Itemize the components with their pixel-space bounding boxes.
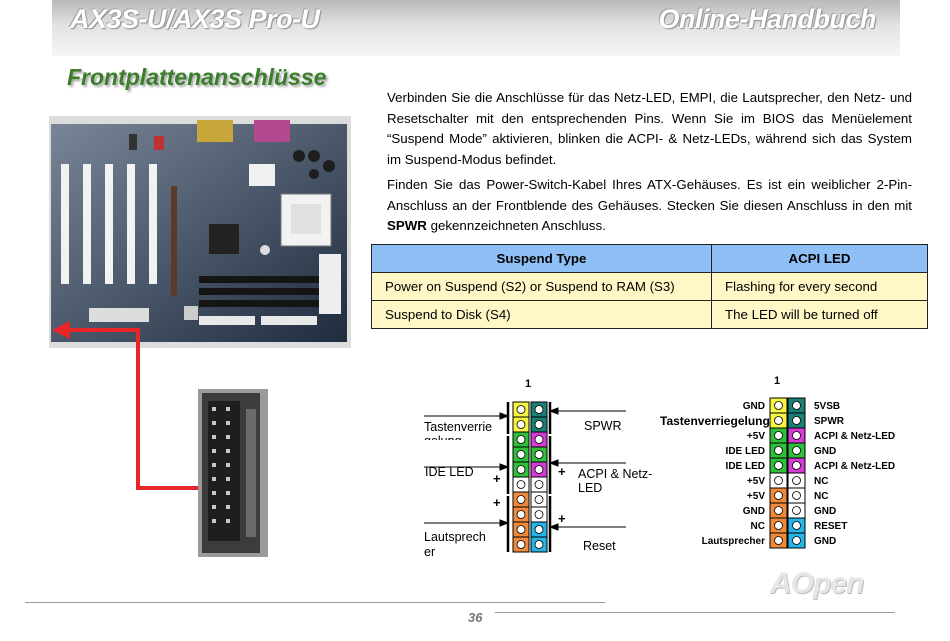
- table-header-cell: Suspend Type: [371, 244, 712, 273]
- pin-label: +5V: [746, 491, 765, 502]
- pin-label: GND: [742, 506, 765, 517]
- header-bar: AX3S-U/AX3S Pro-U Online-Handbuch: [52, 0, 900, 56]
- pin-label: ACPI & Netz-LED: [814, 431, 896, 442]
- plus-sign: +: [558, 464, 566, 479]
- pin-label: ACPI & Netz-LED: [814, 461, 896, 472]
- label-acpi-netz-led: ACPI & Netz-LED: [578, 467, 653, 495]
- intro-paragraph: Verbinden Sie die Anschlüsse für das Net…: [387, 90, 912, 167]
- connector-closeup-photo: [198, 389, 268, 557]
- pin-label: GND: [814, 446, 837, 457]
- pin-label: NC: [814, 476, 829, 487]
- manual-subtitle: Online-Handbuch: [658, 4, 877, 34]
- pin-label: Tastenverriegelung: [660, 414, 770, 428]
- label-spwr: SPWR: [584, 419, 622, 433]
- connector-diagram-1-drawing: [424, 401, 626, 553]
- connector-pointer-arrow: [52, 321, 198, 490]
- pin-label: GND: [814, 536, 837, 547]
- acpi-led-table: Suspend Type ACPI LED Power on Suspend (…: [371, 244, 928, 329]
- pin-label: NC: [814, 491, 829, 502]
- plus-sign: +: [493, 495, 501, 510]
- diagram2-right-labels: 5VSB SPWR ACPI & Netz-LED GND ACPI & Net…: [814, 399, 924, 549]
- pin-label: RESET: [814, 521, 848, 532]
- pin-one-marker: 1: [774, 375, 781, 387]
- plus-sign: +: [558, 511, 566, 526]
- table-cell: Suspend to Disk (S4): [371, 300, 712, 329]
- plus-sign: +: [493, 471, 501, 486]
- aopen-logo: AOpen: [770, 567, 864, 600]
- pin-label: Lautsprecher: [701, 536, 765, 547]
- manual-title: AX3S-U/AX3S Pro-U: [70, 4, 320, 34]
- diagram2-left-labels: GND Tastenverriegelung +5V IDE LED IDE L…: [660, 399, 770, 549]
- motherboard-photo: [49, 116, 351, 348]
- power-switch-paragraph: Finden Sie das Power-Switch-Kabel Ihres …: [387, 177, 912, 233]
- pin-label: IDE LED: [725, 446, 765, 457]
- label-lautsprecher: Lautsprech er: [424, 530, 486, 559]
- table-header-cell: ACPI LED: [711, 244, 928, 273]
- label-ide-led: IDE LED: [425, 465, 474, 479]
- table-header-row: Suspend Type ACPI LED: [371, 244, 928, 273]
- pin-label: 5VSB: [814, 401, 841, 412]
- label-reset: Reset: [583, 539, 616, 553]
- pin-label: GND: [742, 401, 765, 412]
- spwr-emphasis: SPWR: [387, 218, 427, 233]
- pin-label: NC: [750, 521, 765, 532]
- table-row: Suspend to Disk (S4) The LED will be tur…: [371, 300, 928, 329]
- pin-label: SPWR: [814, 416, 844, 427]
- footer-divider: [25, 602, 605, 603]
- section-title: Frontplattenanschlüsse: [67, 64, 327, 90]
- table-row: Power on Suspend (S2) or Suspend to RAM …: [371, 272, 928, 301]
- footer-divider: [495, 612, 895, 613]
- table-cell: Flashing for every second: [711, 272, 928, 301]
- pin-one-marker: 1: [525, 378, 532, 390]
- connector-diagram-2-pins: [769, 397, 806, 549]
- table-cell: Power on Suspend (S2) or Suspend to RAM …: [371, 272, 712, 301]
- pin-label: IDE LED: [725, 461, 765, 472]
- label-tastenverriegelung: Tastenverrie gelung: [424, 420, 493, 440]
- pin-label: +5V: [746, 431, 765, 442]
- page-number: 36: [468, 610, 483, 625]
- pin-label: GND: [814, 506, 837, 517]
- table-cell: The LED will be turned off: [711, 300, 928, 329]
- pin-label: +5V: [746, 476, 765, 487]
